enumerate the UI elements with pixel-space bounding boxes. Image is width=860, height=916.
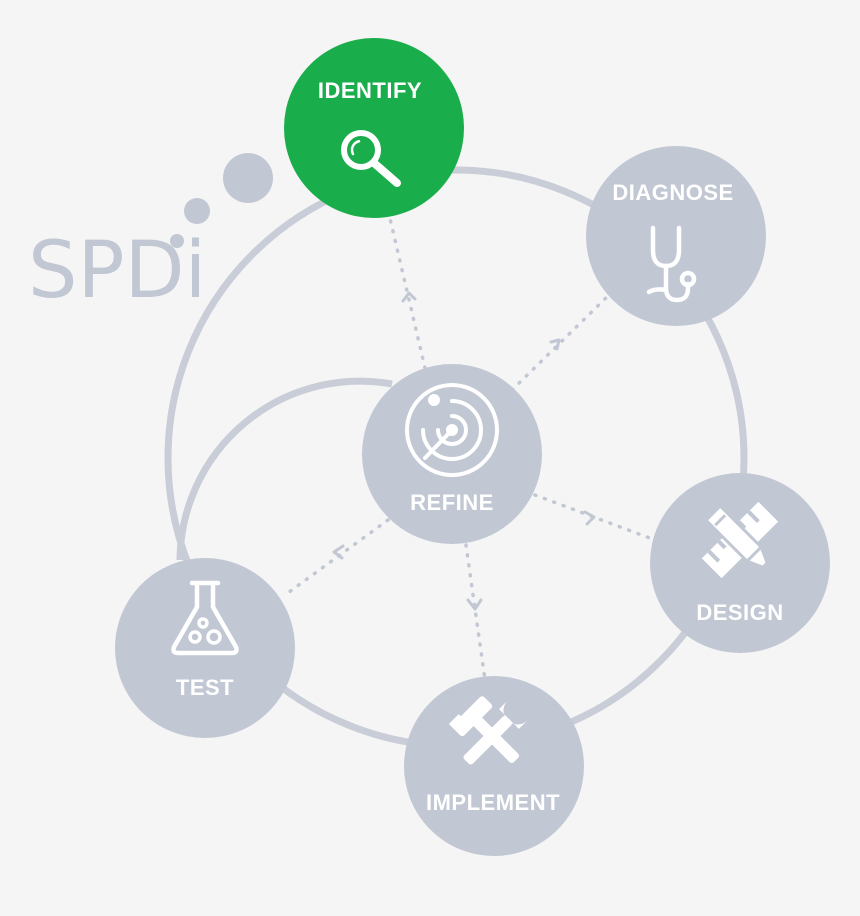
brand-dot-large — [223, 153, 273, 203]
brand-dot-medium — [184, 198, 210, 224]
stethoscope-icon — [646, 225, 697, 303]
node-implement[interactable]: IMPLEMENT — [404, 676, 584, 856]
node-identify-circle — [284, 38, 464, 218]
brand-name: SPDi — [28, 226, 206, 316]
hammer-wrench-icon — [448, 696, 529, 765]
node-identify[interactable]: IDENTIFY — [284, 38, 464, 218]
node-diagnose[interactable]: DIAGNOSE — [586, 146, 766, 326]
connector-refine-identify — [386, 208, 427, 370]
node-test[interactable]: TEST — [115, 558, 295, 738]
brand-logo: SPDi — [28, 153, 273, 316]
refine-connectors — [283, 208, 657, 682]
node-diagnose-circle — [586, 146, 766, 326]
node-implement-circle — [404, 676, 584, 856]
connector-arrows — [332, 291, 596, 611]
arrow-left-icon — [332, 544, 345, 560]
flask-icon — [171, 580, 239, 656]
node-refine-circle — [362, 364, 542, 544]
arrow-up-right-icon — [549, 338, 561, 351]
node-design[interactable]: DESIGN — [650, 473, 830, 653]
node-identify-label: IDENTIFY — [318, 78, 422, 103]
node-design-circle — [650, 473, 830, 653]
node-refine-label: REFINE — [410, 490, 494, 515]
test-refine-loop — [176, 377, 393, 561]
arrow-right-icon — [583, 510, 596, 526]
node-diagnose-label: DIAGNOSE — [612, 180, 733, 205]
arrow-down-icon — [466, 598, 483, 611]
magnifier-icon — [341, 130, 401, 187]
connector-refine-diagnose — [510, 290, 614, 392]
radar-icon — [405, 383, 499, 477]
connector-refine-design — [533, 493, 657, 542]
node-design-label: DESIGN — [696, 600, 783, 625]
arrow-up-icon — [401, 291, 417, 303]
connector-refine-implement — [464, 543, 487, 682]
pencil-ruler-icon — [701, 501, 779, 579]
node-implement-label: IMPLEMENT — [426, 790, 560, 815]
node-test-circle — [115, 558, 295, 738]
node-test-label: TEST — [176, 675, 234, 700]
node-refine[interactable]: REFINE — [362, 364, 542, 544]
connector-refine-test — [283, 518, 390, 597]
brand-dot-small — [170, 234, 184, 248]
